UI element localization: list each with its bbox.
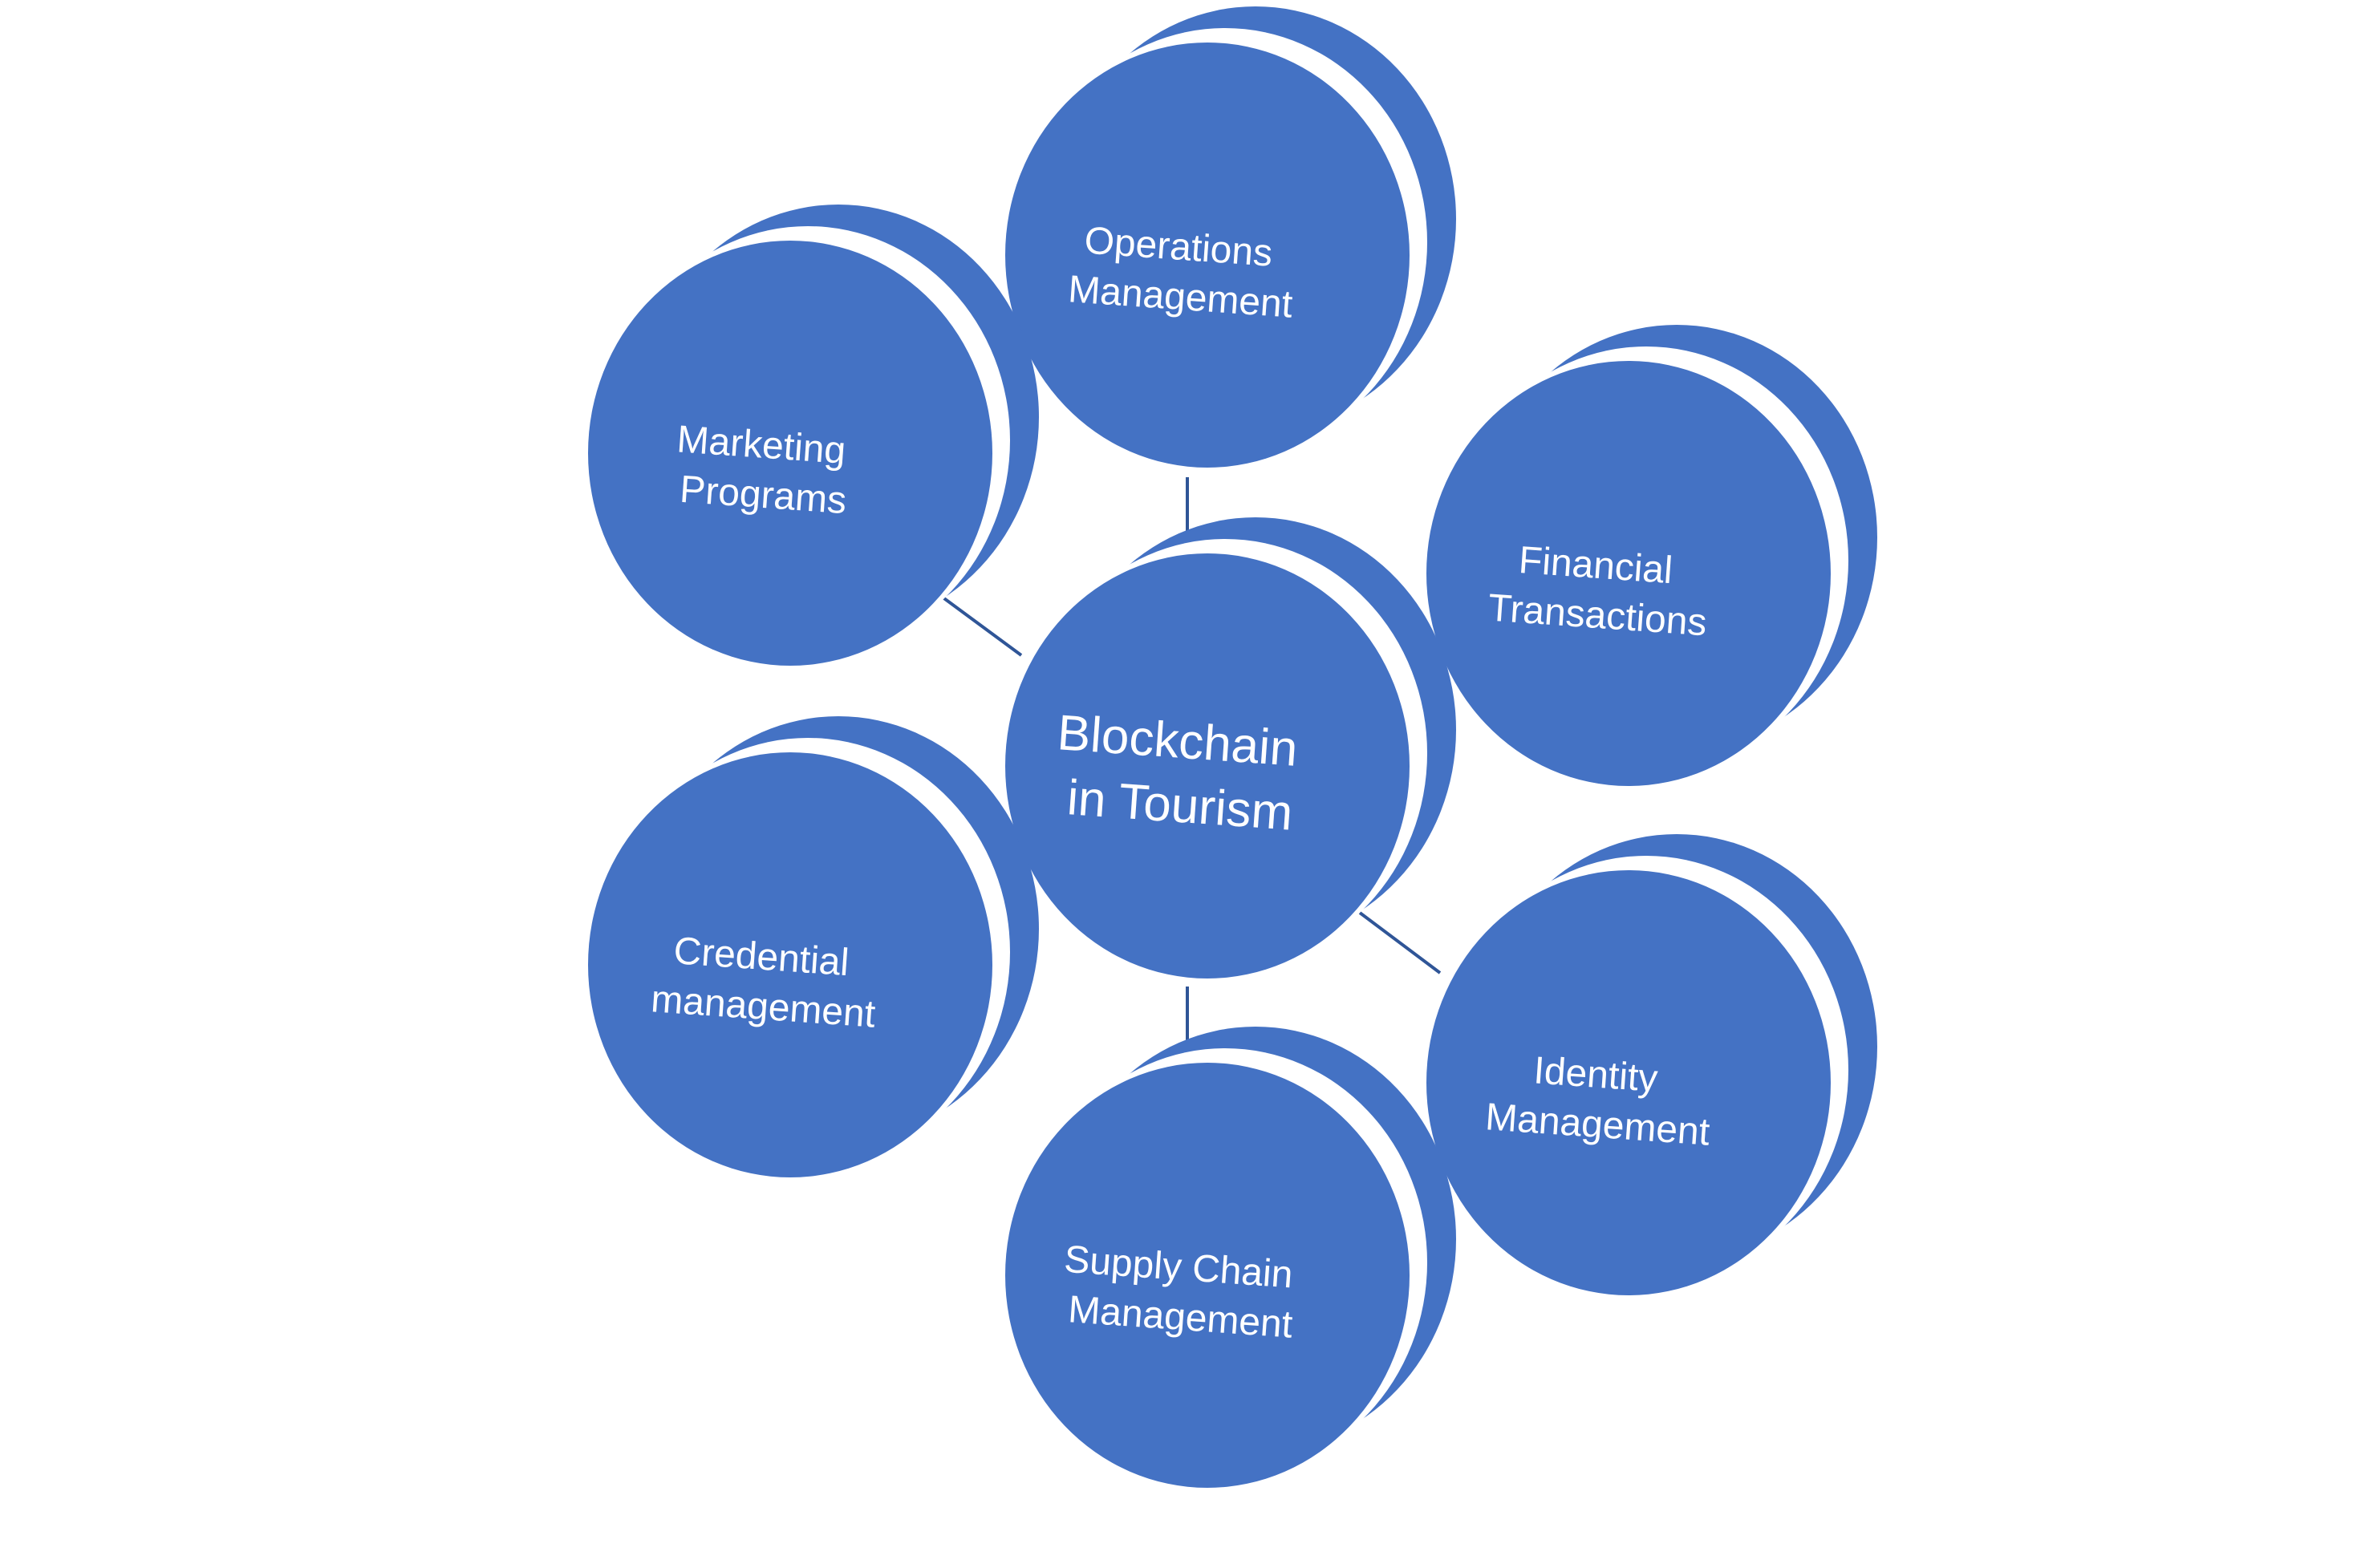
node-supply-chain: Supply Chain Management xyxy=(1005,1027,1456,1488)
node-operations: Operations Management xyxy=(1005,6,1456,468)
node-identity: Identity Management xyxy=(1426,834,1877,1295)
node-financial: Financial Transactions xyxy=(1426,325,1877,786)
node-marketing: Marketing Programs xyxy=(588,205,1039,666)
connector-marketing xyxy=(937,593,1023,657)
node-identity-line1: Identity xyxy=(1532,1049,1659,1100)
svg-text:Marketing Programs: Marketing Programs xyxy=(672,418,858,522)
node-center: Blockchain in Tourism xyxy=(1005,517,1456,978)
connector-identity xyxy=(1358,911,1442,974)
node-credential: Credential management xyxy=(588,716,1039,1177)
